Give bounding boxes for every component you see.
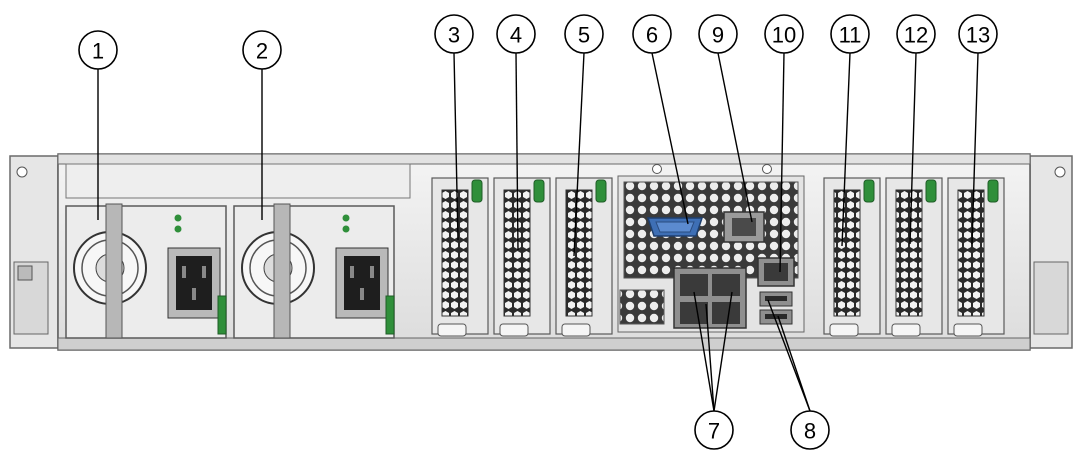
power-supply-0[interactable] [65, 203, 227, 339]
callout-label: 11 [839, 23, 862, 48]
callout-label: 10 [772, 23, 796, 48]
callout-label: 1 [92, 39, 104, 64]
leader-line [705, 303, 715, 412]
pcie-slot-1[interactable] [431, 177, 489, 337]
serial-mgt-port[interactable] [723, 211, 765, 243]
ac-inlet [335, 247, 389, 319]
callout-5: 5 [564, 14, 604, 54]
status-led-icon [342, 214, 350, 222]
callout-9: 9 [698, 14, 738, 54]
leader-line [909, 52, 917, 245]
leader-line [767, 299, 811, 412]
leader-line [651, 52, 689, 225]
leader-line [717, 52, 753, 223]
power-supply-1[interactable] [233, 203, 395, 339]
slot-latch[interactable] [863, 179, 875, 203]
pcie-slot-2[interactable] [493, 177, 551, 337]
leader-line [693, 291, 715, 412]
usb-ports[interactable] [759, 291, 793, 325]
vent-grille [441, 189, 469, 317]
slot-latch[interactable] [925, 179, 937, 203]
slot-latch[interactable] [533, 179, 545, 203]
leader-line [841, 52, 851, 247]
callout-label: 8 [804, 419, 816, 444]
status-led-icon [342, 225, 350, 233]
slot-tab [829, 323, 859, 337]
video-port[interactable] [646, 217, 704, 237]
pcie-slot-6[interactable] [947, 177, 1005, 337]
psu-handle[interactable] [105, 203, 123, 339]
release-latch[interactable] [217, 295, 227, 335]
vent-grille [957, 189, 985, 317]
callout-3: 3 [434, 14, 474, 54]
callout-label: 12 [904, 23, 928, 48]
leader-line [971, 52, 979, 245]
status-led-icon [174, 214, 182, 222]
net-mgt-port[interactable] [757, 257, 795, 287]
psu-handle[interactable] [273, 203, 291, 339]
status-led-icon [174, 225, 182, 233]
callout-8: 8 [790, 410, 830, 450]
callout-label: 13 [966, 23, 990, 48]
slot-tab [953, 323, 983, 337]
callout-label: 6 [646, 23, 658, 48]
slot-tab [437, 323, 467, 337]
leader-line [453, 52, 459, 241]
vent-grille [833, 189, 861, 317]
network-ports[interactable] [673, 267, 747, 329]
slot-latch[interactable] [471, 179, 483, 203]
callout-12: 12 [896, 14, 936, 54]
callout-11: 11 [830, 14, 870, 54]
leader-lines [97, 52, 979, 412]
leader-line [777, 315, 811, 412]
vent-grille [895, 189, 923, 317]
leader-line [779, 52, 785, 273]
callout-label: 7 [708, 419, 720, 444]
callout-6: 6 [632, 14, 672, 54]
callout-10: 10 [764, 14, 804, 54]
slot-latch[interactable] [595, 179, 607, 203]
callout-label: 4 [510, 23, 522, 48]
leader-line [573, 52, 585, 257]
callout-2: 2 [242, 30, 282, 70]
pcie-slot-4[interactable] [823, 177, 881, 337]
callout-label: 3 [448, 23, 460, 48]
leader-line [515, 52, 519, 251]
pcie-slot-5[interactable] [885, 177, 943, 337]
callout-7: 7 [694, 410, 734, 450]
pcie-slot-3[interactable] [555, 177, 613, 337]
ac-inlet [167, 247, 221, 319]
slot-latch[interactable] [987, 179, 999, 203]
slot-tab [499, 323, 529, 337]
slot-tab [561, 323, 591, 337]
vent-grille [565, 189, 593, 317]
release-latch[interactable] [385, 295, 395, 335]
callout-label: 2 [256, 39, 268, 64]
leader-line [713, 291, 733, 412]
callout-label: 5 [578, 23, 590, 48]
callout-label: 9 [712, 23, 724, 48]
callout-13: 13 [958, 14, 998, 54]
slot-tab [891, 323, 921, 337]
callout-1: 1 [78, 30, 118, 70]
callout-4: 4 [496, 14, 536, 54]
